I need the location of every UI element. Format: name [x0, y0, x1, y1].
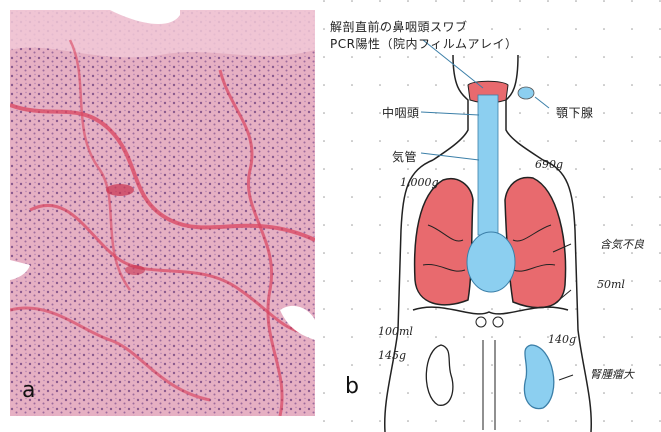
label-trachea: 気管 [392, 148, 417, 165]
histology-image [10, 10, 315, 416]
label-nasopharynx: 中咽頭 [382, 104, 420, 121]
label-aeration: 含気不良 [600, 236, 644, 252]
volume-left: 100ml [378, 325, 413, 338]
weight-left-kidney: 145g [378, 349, 406, 362]
label-submandibular: 顎下腺 [556, 104, 594, 121]
weight-right-kidney: 140g [548, 333, 576, 346]
weight-left-lung: 1,000g [400, 176, 439, 189]
label-kidney-note: 腎腫瘤大 [590, 366, 634, 382]
caption-swab: 解剖直前の鼻咽頭スワブ [330, 18, 468, 35]
caption-pcr: PCR陽性（院内フィルムアレイ） [330, 35, 517, 52]
panel-b-label: b [345, 374, 359, 399]
panel-a-label: a [22, 378, 35, 403]
weight-right-lung: 690g [535, 158, 563, 171]
histology-texture [10, 10, 315, 416]
volume-pleural: 50ml [597, 278, 625, 291]
